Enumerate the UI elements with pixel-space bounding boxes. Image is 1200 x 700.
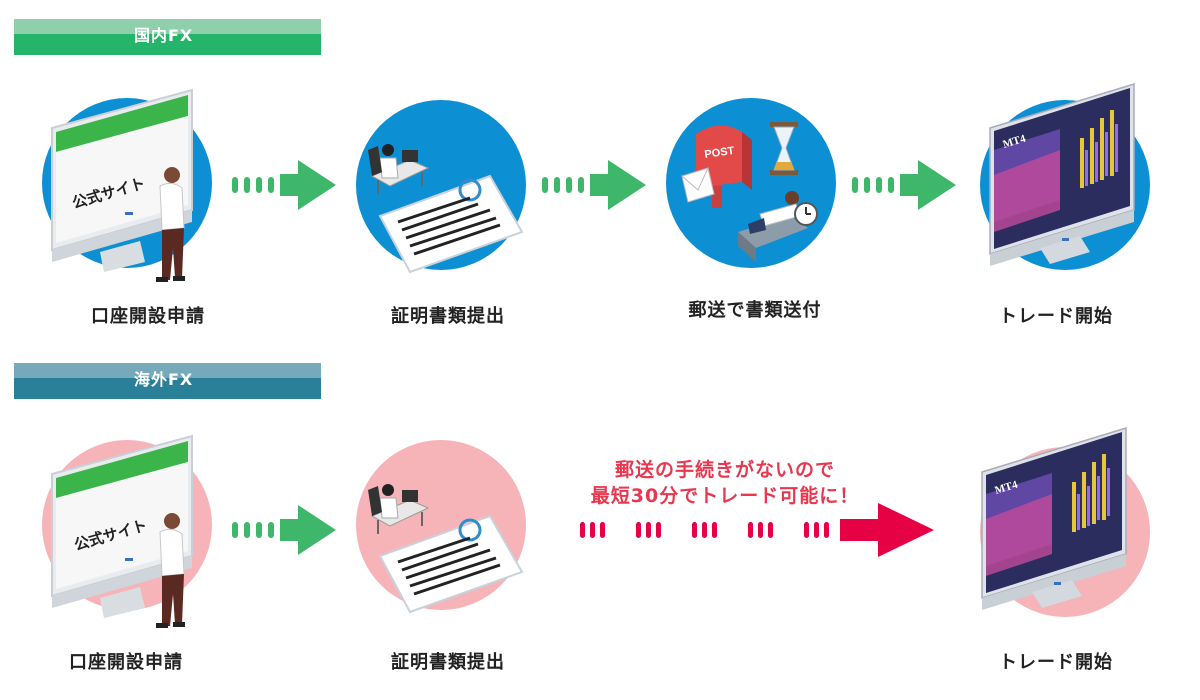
domestic-step1-label: 口座開設申請: [91, 306, 205, 327]
overseas-step1-label: 口座開設申請: [69, 652, 183, 673]
overseas-fx-banner: 海外FX: [14, 363, 321, 399]
domestic-fx-banner: 国内FX: [14, 19, 321, 55]
domestic-arrow-2: [542, 160, 646, 210]
domestic-fx-title: 国内FX: [134, 26, 194, 45]
overseas-fx-title: 海外FX: [134, 370, 194, 389]
domestic-arrow-1: [232, 160, 336, 210]
domestic-step2-label: 証明書類提出: [391, 306, 505, 327]
domestic-step4-label: トレード開始: [999, 306, 1113, 327]
domestic-document-illustration: [368, 144, 524, 274]
overseas-callout-line1: 郵送の手続きがないので: [614, 459, 835, 481]
overseas-document-illustration: [368, 484, 524, 614]
domestic-arrow-3: [852, 160, 956, 210]
overseas-mt4-illustration: MT4: [981, 426, 1127, 610]
domestic-step3-label: 郵送で書類送付: [688, 300, 822, 321]
overseas-callout-line2: 最短30分でトレード可能に！: [590, 485, 860, 507]
domestic-mail-illustration: POST: [681, 122, 818, 262]
overseas-step3-label: トレード開始: [999, 652, 1113, 673]
domestic-website-illustration: 公式サイト: [51, 88, 193, 282]
domestic-mt4-illustration: MT4: [989, 82, 1135, 266]
overseas-step2-label: 証明書類提出: [391, 652, 505, 673]
overseas-website-illustration: 公式サイト: [51, 434, 193, 628]
overseas-fast-arrow: [580, 503, 934, 557]
post-label: POST: [704, 145, 736, 161]
overseas-arrow-1: [232, 505, 336, 555]
